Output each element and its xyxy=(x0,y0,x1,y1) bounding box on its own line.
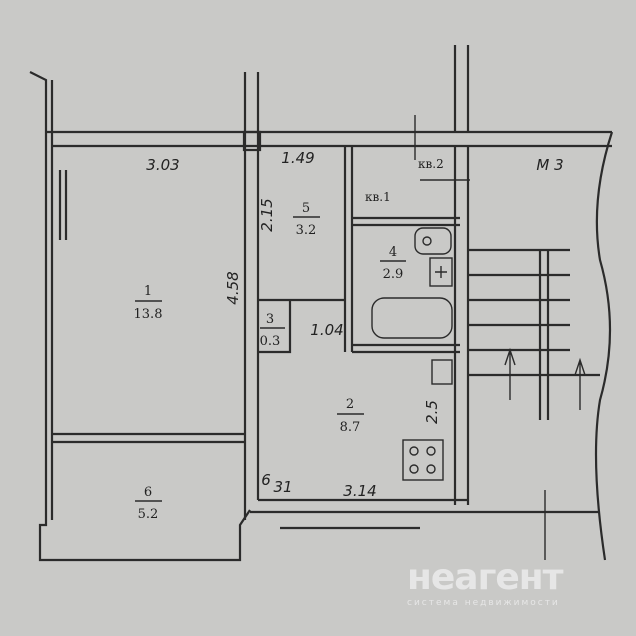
dimension: 2.5 xyxy=(423,400,441,424)
svg-text:3.2: 3.2 xyxy=(296,223,317,238)
dimension: 4.58 xyxy=(224,271,242,304)
room-4: 4 2.9 xyxy=(380,245,406,282)
stove-icon xyxy=(402,439,444,481)
apartment-2-label: кв.2 xyxy=(418,157,444,171)
dimension: 6 xyxy=(261,471,271,489)
svg-text:2: 2 xyxy=(346,397,354,412)
svg-text:5.2: 5.2 xyxy=(138,507,159,522)
watermark-tagline: система недвижимости xyxy=(407,598,560,608)
svg-text:4: 4 xyxy=(389,245,397,260)
dimension: 1.49 xyxy=(281,149,314,167)
stairwell-label: М 3 xyxy=(536,156,563,174)
svg-text:3: 3 xyxy=(266,312,274,327)
svg-text:13.8: 13.8 xyxy=(134,307,163,322)
room-1: 1 13.8 xyxy=(134,284,163,322)
room-2: 2 8.7 xyxy=(337,397,364,435)
dimension: 31 xyxy=(273,478,292,496)
svg-text:6: 6 xyxy=(144,485,152,500)
dimension: 3.03 xyxy=(146,156,179,174)
room-3: 3 0.3 xyxy=(260,312,285,349)
sink-icon xyxy=(429,257,453,287)
apartment-1-label: кв.1 xyxy=(365,190,391,204)
watermark-logo: неагент xyxy=(407,557,564,598)
svg-text:2.9: 2.9 xyxy=(383,267,404,282)
dimension: 2.15 xyxy=(258,198,276,231)
fixtures xyxy=(371,115,586,560)
svg-text:1: 1 xyxy=(144,284,152,299)
toilet-icon xyxy=(414,227,452,255)
stair-arrow-icon xyxy=(574,357,586,410)
bathtub-icon xyxy=(371,297,453,339)
dimension: 3.14 xyxy=(343,482,376,500)
sink-kitchen-icon xyxy=(431,359,453,385)
stair-arrow-icon xyxy=(504,347,516,400)
dimension: 1.04 xyxy=(310,321,343,339)
room-5: 5 3.2 xyxy=(293,201,320,238)
svg-text:8.7: 8.7 xyxy=(340,420,361,435)
walls xyxy=(29,45,614,562)
svg-text:0.3: 0.3 xyxy=(260,334,281,349)
svg-text:5: 5 xyxy=(302,201,310,216)
room-6: 6 5.2 xyxy=(135,485,162,522)
watermark: неагент система недвижимости xyxy=(407,557,564,609)
